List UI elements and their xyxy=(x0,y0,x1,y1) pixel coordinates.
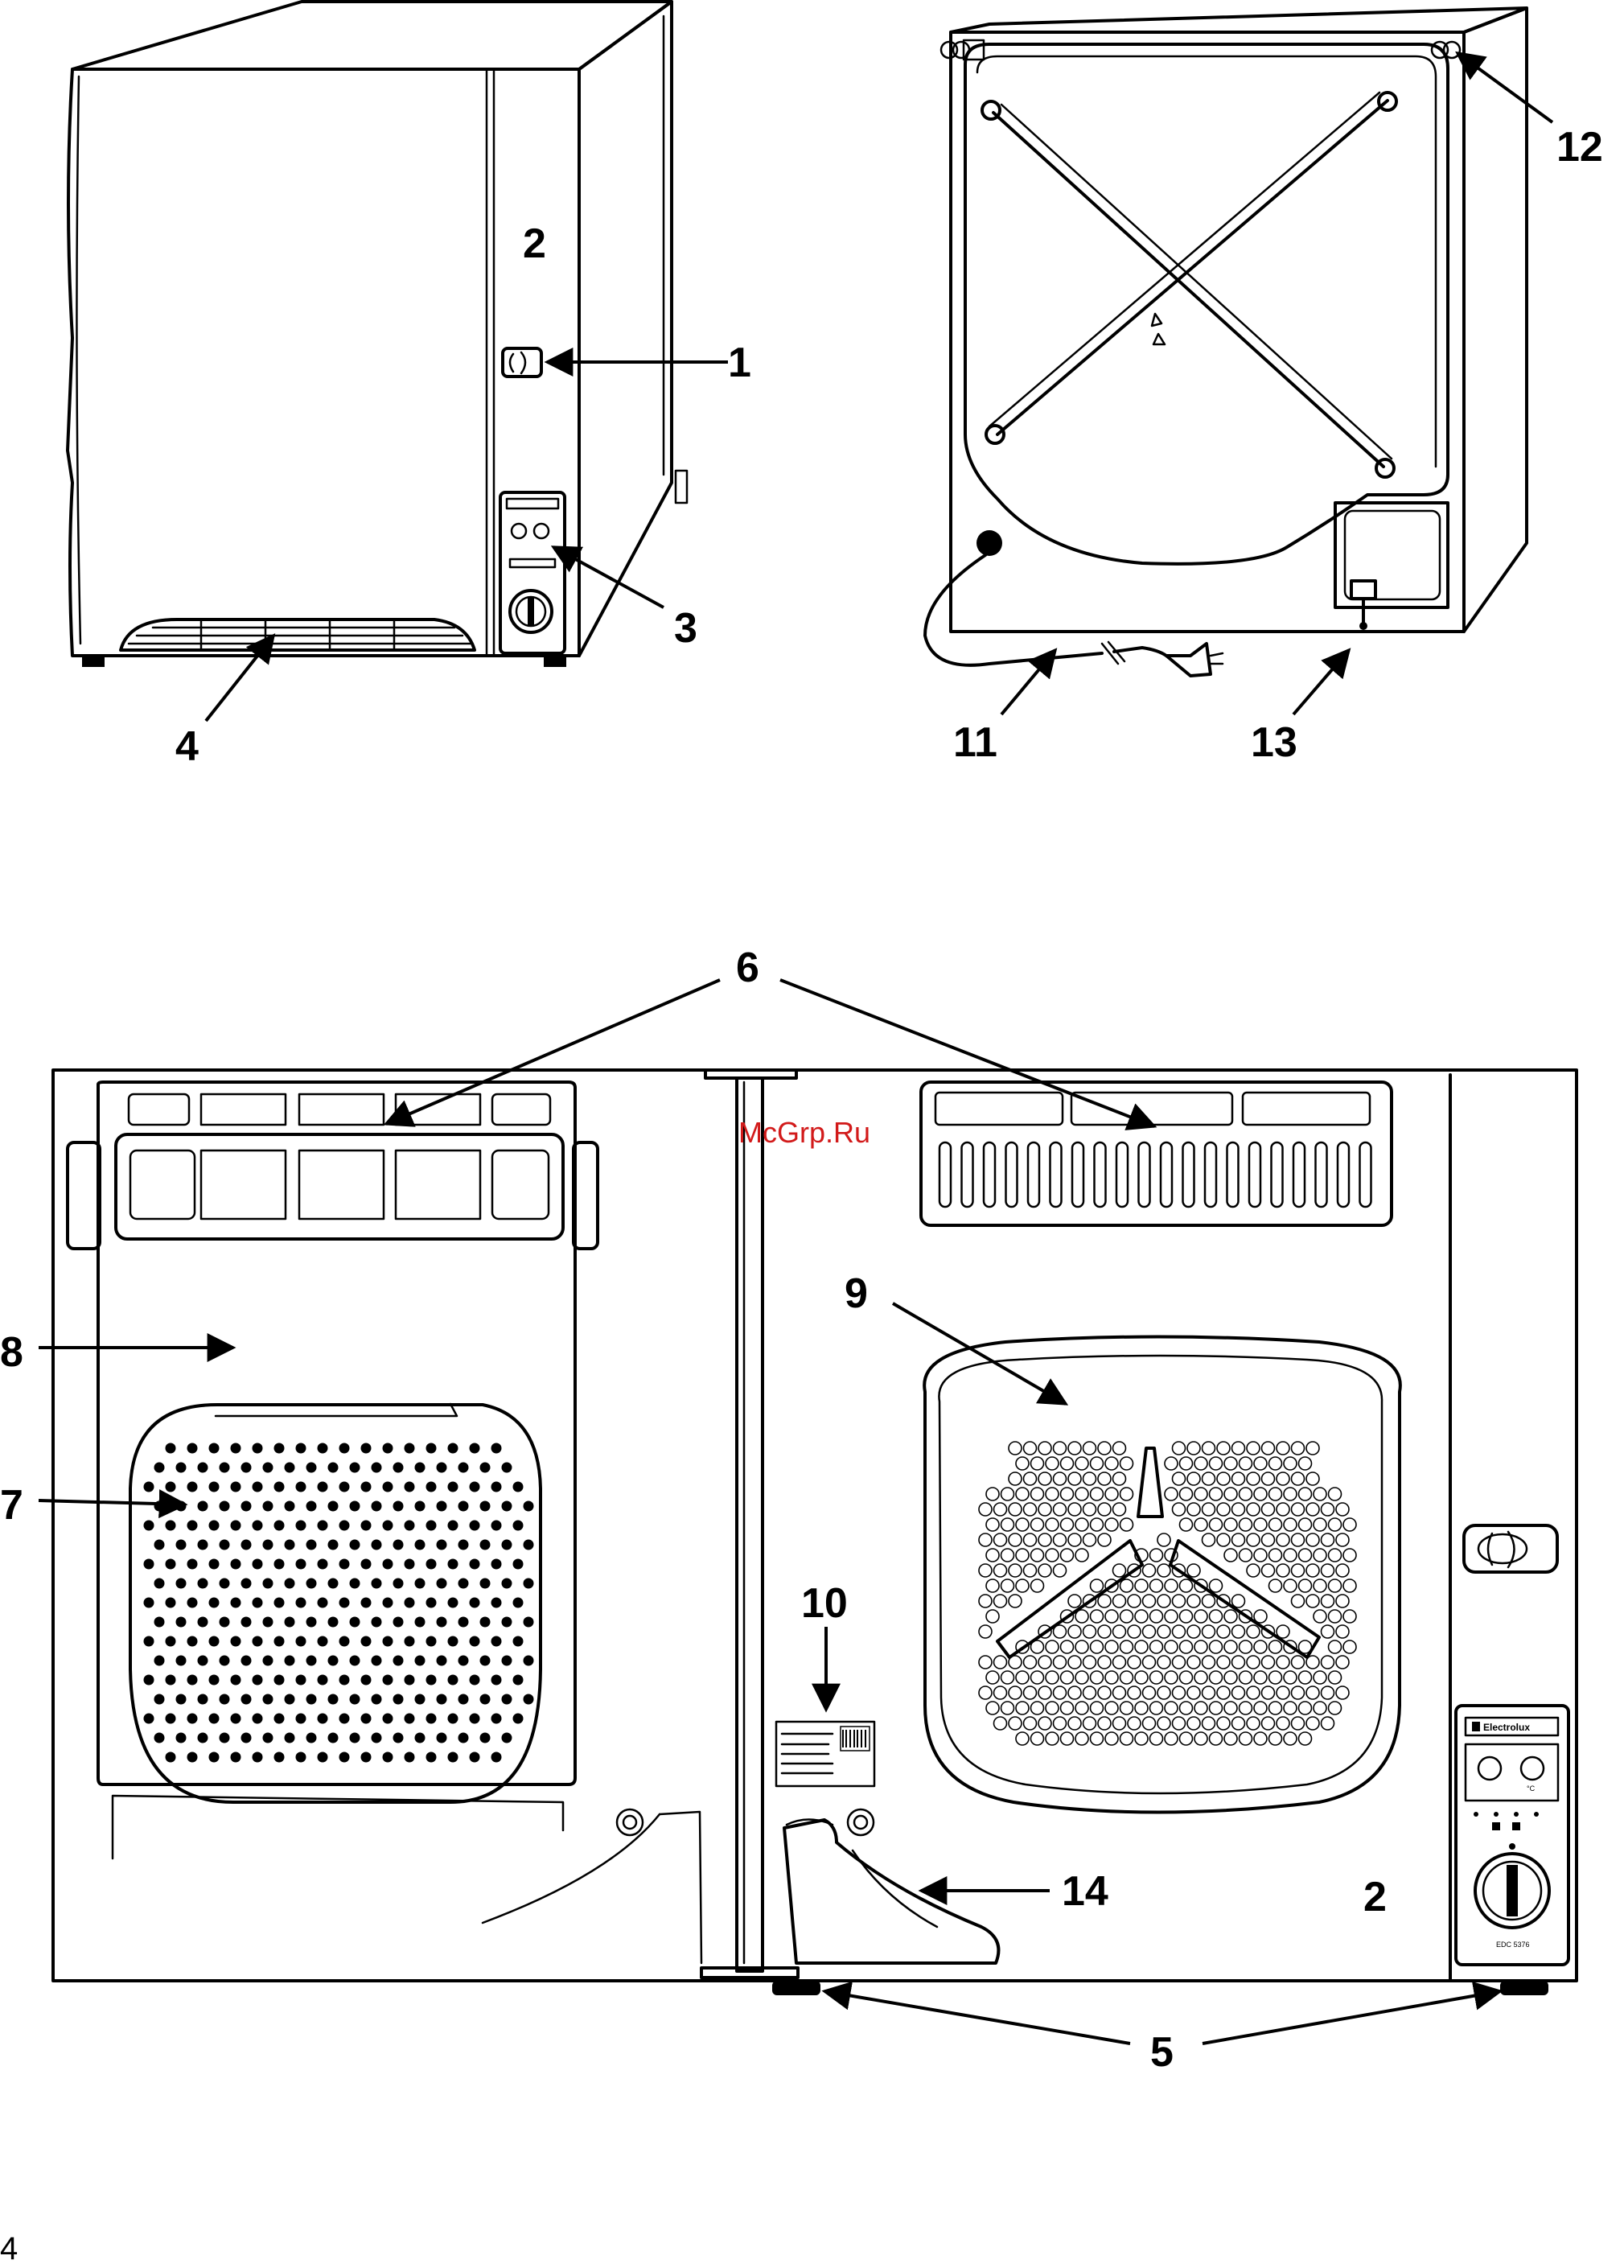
callout-12: 12 xyxy=(1556,124,1603,171)
callout-5: 5 xyxy=(1150,2029,1174,2076)
callout-9: 9 xyxy=(845,1270,868,1317)
callout-2-top: 2 xyxy=(523,220,546,267)
panel-brand-label: Electrolux xyxy=(1483,1722,1530,1733)
rear-view xyxy=(925,8,1527,676)
callout-3: 3 xyxy=(674,605,697,652)
callout-1: 1 xyxy=(728,340,751,386)
callout-10: 10 xyxy=(801,1580,848,1627)
callout-4: 4 xyxy=(175,723,199,770)
front-view xyxy=(68,2,687,667)
callout-11: 11 xyxy=(953,719,997,766)
panel-temp-label: °C xyxy=(1527,1784,1536,1793)
open-door-view: Electrolux °C EDC 5376 xyxy=(53,1070,1577,1995)
callout-7: 7 xyxy=(0,1482,23,1529)
callout-6: 6 xyxy=(736,945,759,991)
callout-2-bottom: 2 xyxy=(1363,1874,1387,1920)
panel-model-label: EDC 5376 xyxy=(1496,1941,1530,1949)
callout-13: 13 xyxy=(1251,719,1297,766)
callout-14: 14 xyxy=(1062,1868,1108,1915)
page-number: 4 xyxy=(0,2231,18,2264)
callout-8: 8 xyxy=(0,1329,23,1376)
watermark: McGrp.Ru xyxy=(738,1116,870,1149)
